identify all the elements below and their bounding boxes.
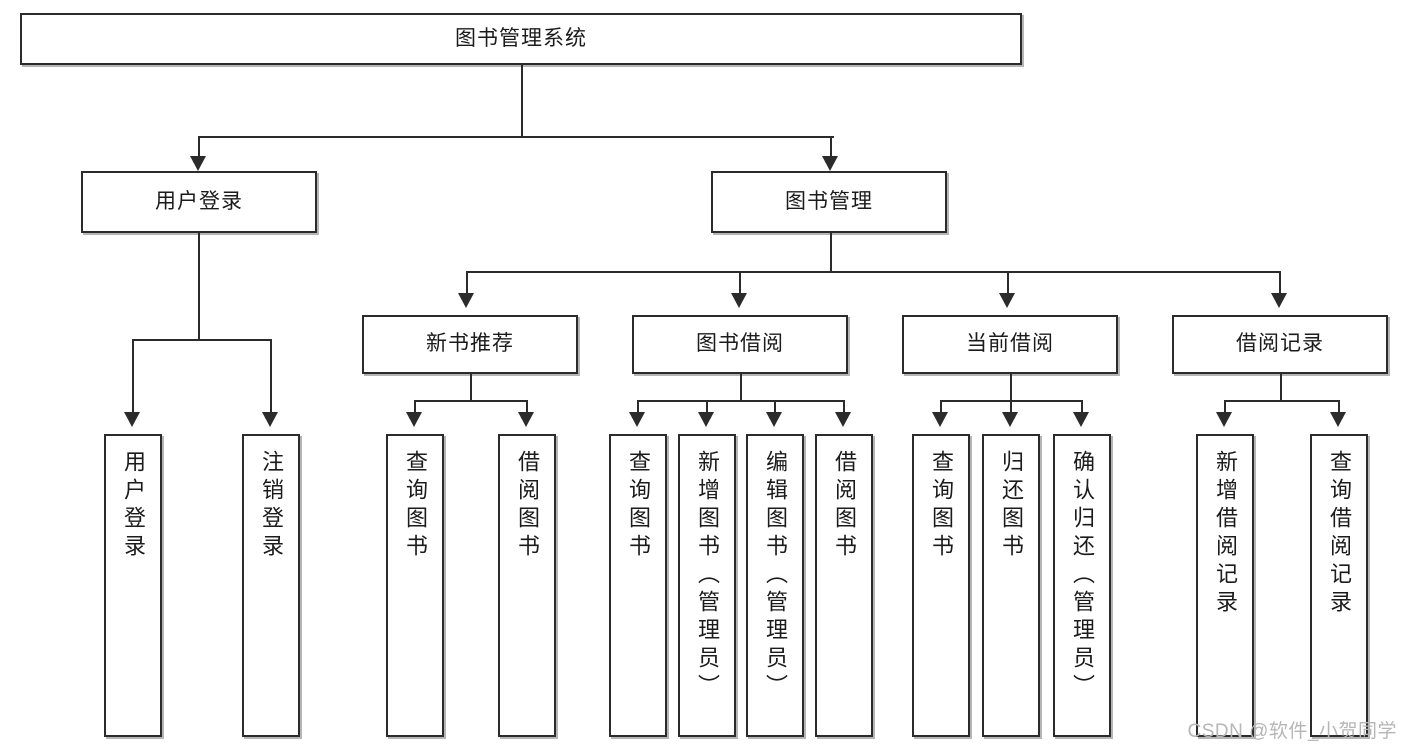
connector-newbook-drop-2 <box>526 400 528 414</box>
arrowhead-leaf-borrow-book-1 <box>518 412 534 427</box>
leaf-return-book[interactable]: 归还图书 <box>982 434 1040 737</box>
leaf-edit-book-admin[interactable]: 编辑图书（管理员） <box>746 434 804 737</box>
leaf-add-book-admin[interactable]: 新增图书（管理员） <box>678 434 736 737</box>
leaf-logout-login[interactable]: 注销登录 <box>242 434 300 737</box>
node-book-borrow[interactable]: 图书借阅 <box>632 315 848 374</box>
arrowhead-leaf-logout <box>262 412 278 427</box>
node-user-login[interactable]: 用户登录 <box>81 171 317 233</box>
connector-book-manage-stem <box>830 233 832 271</box>
connector-currentborrow-drop-1 <box>940 400 942 414</box>
node-label: 查询图书 <box>626 450 651 562</box>
csdn-watermark: CSDN @软件_小贺同学 <box>1187 721 1397 742</box>
connector-level3-drop-1 <box>466 271 468 295</box>
node-label: 新增图书（管理员） <box>695 450 720 702</box>
arrowhead-leaf-query-book-2 <box>629 412 645 427</box>
node-label: 借阅记录 <box>1236 332 1324 356</box>
connector-user-login-stem <box>198 233 200 339</box>
connector-bookborrow-drop-2 <box>706 400 708 414</box>
node-label: 新书推荐 <box>426 332 514 356</box>
node-label: 借阅图书 <box>832 450 857 562</box>
leaf-query-book-3[interactable]: 查询图书 <box>912 434 970 737</box>
node-label: 用户登录 <box>121 450 146 562</box>
connector-user-login-bus <box>132 339 270 341</box>
leaf-borrow-book-2[interactable]: 借阅图书 <box>815 434 873 737</box>
connector-newbook-drop-1 <box>414 400 416 414</box>
arrowhead-current-borrow <box>999 293 1015 308</box>
node-label: 归还图书 <box>999 450 1024 562</box>
connector-level3-drop-2 <box>739 271 741 295</box>
node-label: 确认归还（管理员） <box>1070 450 1095 702</box>
arrowhead-user-login <box>190 156 206 171</box>
node-label: 查询借阅记录 <box>1327 450 1352 618</box>
connector-level2-drop-right <box>830 136 832 158</box>
node-new-book-recommend[interactable]: 新书推荐 <box>362 315 578 374</box>
connector-currentborrow-drop-3 <box>1081 400 1083 414</box>
node-label: 图书管理 <box>785 189 873 213</box>
arrowhead-borrow-record <box>1271 293 1287 308</box>
connector-newbook-stem <box>470 374 472 400</box>
arrowhead-leaf-add-record <box>1216 412 1232 427</box>
node-label: 查询图书 <box>929 450 954 562</box>
node-borrow-record[interactable]: 借阅记录 <box>1172 315 1388 374</box>
connector-level2-bus <box>198 136 834 138</box>
connector-borrowrecord-stem <box>1280 374 1282 400</box>
leaf-query-book-2[interactable]: 查询图书 <box>609 434 667 737</box>
leaf-query-book-1[interactable]: 查询图书 <box>386 434 444 737</box>
connector-currentborrow-drop-2 <box>1010 400 1012 414</box>
connector-borrowrecord-bus <box>1224 400 1338 402</box>
arrowhead-leaf-query-record <box>1330 412 1346 427</box>
node-label: 新增借阅记录 <box>1213 450 1238 618</box>
leaf-borrow-book-1[interactable]: 借阅图书 <box>498 434 556 737</box>
connector-borrowrecord-drop-2 <box>1338 400 1340 414</box>
arrowhead-leaf-edit-book <box>766 412 782 427</box>
arrowhead-leaf-borrow-book-2 <box>835 412 851 427</box>
node-label: 查询图书 <box>403 450 428 562</box>
arrowhead-new-book-rec <box>458 293 474 308</box>
arrowhead-leaf-user-login <box>124 412 140 427</box>
connector-bookborrow-stem <box>740 374 742 400</box>
connector-user-login-drop-2 <box>270 339 272 414</box>
node-label: 编辑图书（管理员） <box>763 450 788 702</box>
connector-bookborrow-drop-4 <box>843 400 845 414</box>
node-current-borrow[interactable]: 当前借阅 <box>902 315 1118 374</box>
node-label: 图书借阅 <box>696 332 784 356</box>
connector-newbook-bus <box>414 400 526 402</box>
node-label: 借阅图书 <box>515 450 540 562</box>
arrowhead-leaf-return-book <box>1002 412 1018 427</box>
connector-bookborrow-drop-1 <box>637 400 639 414</box>
node-label: 用户登录 <box>155 189 243 213</box>
connector-bookborrow-bus <box>637 400 843 402</box>
connector-level3-bus <box>466 271 1280 273</box>
arrowhead-leaf-query-book-3 <box>932 412 948 427</box>
leaf-user-login[interactable]: 用户登录 <box>104 434 162 737</box>
node-label: 当前借阅 <box>966 332 1054 356</box>
leaf-query-borrow-record[interactable]: 查询借阅记录 <box>1310 434 1368 737</box>
connector-level3-drop-4 <box>1279 271 1281 295</box>
connector-bookborrow-drop-3 <box>774 400 776 414</box>
arrowhead-leaf-confirm-return <box>1073 412 1089 427</box>
node-root-system[interactable]: 图书管理系统 <box>20 13 1022 65</box>
connector-level3-drop-3 <box>1007 271 1009 295</box>
connector-user-login-drop-1 <box>132 339 134 414</box>
arrowhead-leaf-add-book <box>698 412 714 427</box>
node-label: 注销登录 <box>259 450 284 562</box>
leaf-add-borrow-record[interactable]: 新增借阅记录 <box>1196 434 1254 737</box>
arrowhead-leaf-query-book-1 <box>406 412 422 427</box>
arrowhead-book-manage <box>822 156 838 171</box>
connector-currentborrow-stem <box>1010 374 1012 400</box>
arrowhead-book-borrow <box>731 293 747 308</box>
connector-borrowrecord-drop-1 <box>1224 400 1226 414</box>
leaf-confirm-return-admin[interactable]: 确认归还（管理员） <box>1053 434 1111 737</box>
connector-level2-drop-left <box>198 136 200 158</box>
node-label: 图书管理系统 <box>455 26 587 50</box>
node-book-manage[interactable]: 图书管理 <box>711 171 947 233</box>
connector-root-stem <box>521 65 523 136</box>
